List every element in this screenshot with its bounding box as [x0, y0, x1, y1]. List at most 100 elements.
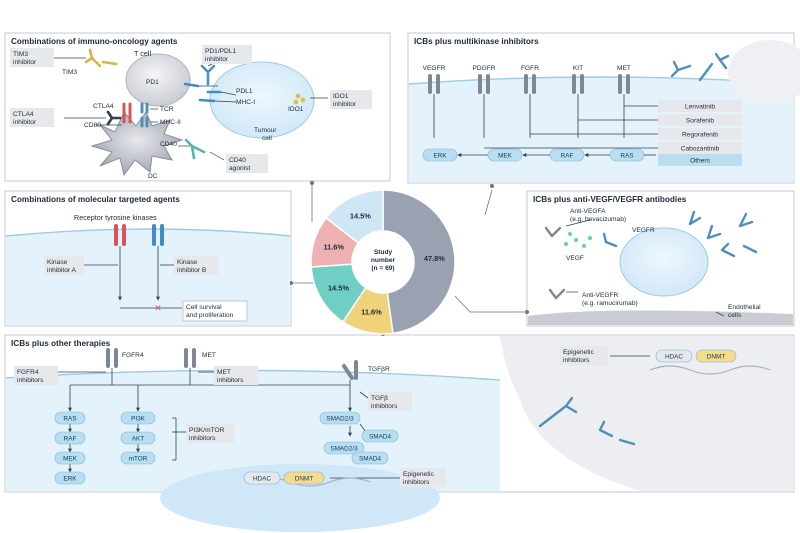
big-grey-cell	[500, 336, 794, 491]
kinase-b-box	[174, 256, 218, 275]
multikinase-receptors: VEGFR PDGFR FGFR KIT MET	[423, 65, 631, 138]
hdac-lower-label: HDAC	[253, 475, 271, 482]
panel-immuno-title: Combinations of immuno-oncology agents	[11, 37, 178, 46]
donut-slice-label-3: 11.6%	[323, 243, 344, 252]
pi3k-inhibitors-line1: PI3K/mTOR	[189, 427, 225, 434]
met-inhibitors-box	[214, 366, 258, 385]
dnmt-lower: DNMT	[283, 471, 325, 485]
panel-molecular-title: Combinations of molecular targeted agent…	[11, 195, 180, 204]
met-label-other: MET	[202, 352, 216, 359]
receptor-label-met: MET	[617, 65, 631, 72]
donut-center-line2: number	[371, 257, 396, 264]
epigenetic-inhibitors-lower-line1: Epigenetic	[403, 471, 434, 478]
met-inhibitors-line2: inhibitors	[217, 377, 244, 384]
receptor-label-pdgfr: PDGFR	[472, 65, 495, 72]
drug-box-regorafenib	[658, 128, 742, 140]
fgfr4-label: FGFR4	[122, 352, 144, 359]
antivegf-panel-art	[528, 210, 793, 325]
drug-label-cabozantinib: Cabozantinib	[681, 146, 720, 153]
mk-pathway-erk: ERK	[422, 148, 458, 162]
drug-label-regorafenib: Regorafenib	[682, 132, 718, 139]
tim3-inhibitor-box	[10, 48, 54, 67]
immuno-panel-art	[54, 48, 328, 177]
smad-complex-bottom: SMAD4	[351, 451, 389, 465]
antivegf-cell	[619, 227, 709, 297]
drug-box-lenvatinib	[658, 100, 742, 112]
mk-pathway-mek-label: MEK	[498, 152, 513, 159]
pi3k-chain-pi3k: PI3K	[120, 411, 156, 425]
cell-survival-box	[182, 300, 248, 322]
multikinase-background-cell	[728, 40, 800, 104]
drug-box-cabozantinib	[658, 142, 742, 154]
ras-chain-mek: MEK	[54, 451, 86, 465]
hdac-upper-shape	[655, 349, 693, 363]
drug-box-sorafenib	[658, 114, 742, 126]
nucleus	[160, 464, 440, 532]
pdl1-label: PDL1	[236, 88, 253, 95]
pi3k-chain-akt-shape	[120, 431, 156, 445]
pi3k-chain-pi3k-shape	[120, 411, 156, 425]
pi3k-inhibitors-line2: inhibitors	[189, 435, 216, 442]
dnmt-lower-shape	[283, 471, 325, 485]
smad-complex-top-label: SMAD2/3	[330, 445, 358, 452]
dc-label: DC	[148, 173, 158, 180]
ras-chain-ras-label: RAS	[63, 415, 76, 422]
epigenetic-inhibitors-lower-line2: inhibitors	[403, 479, 430, 486]
endothelial-line2: cells	[728, 312, 742, 319]
endothelial-layer	[528, 310, 793, 325]
pd1-label: PD1	[146, 79, 159, 86]
epigenetic-inhibitors-upper-line2: inhibitors	[563, 357, 590, 364]
fgfr4-inhibitors-box	[14, 366, 58, 385]
drug-box-others	[658, 154, 742, 166]
smad-complex-top: SMAD2/3	[323, 441, 365, 455]
pi3k-chain-mtor: mTOR	[120, 451, 156, 465]
tumour-cell-line1: Tumour	[254, 127, 277, 134]
dnmt-lower-label: DNMT	[295, 475, 314, 482]
tgfb-inhibitors-line2: inhibitors	[371, 403, 398, 410]
ctla4-label: CTLA4	[93, 103, 114, 110]
smad-complex-bottom-label: SMAD4	[359, 455, 381, 462]
dna-strand-upper	[649, 365, 771, 375]
ras-chain-ras: RAS	[54, 411, 86, 425]
cd80-label: CD80	[84, 122, 101, 129]
ras-chain-raf-label: RAF	[64, 435, 77, 442]
hdac-upper: HDAC	[655, 349, 693, 363]
cd40-agonist-line2: agonist	[229, 165, 250, 172]
other-pathway-pills: RASRAFMEKERKPI3KAKTmTORSMAD2/3SMAD4SMAD2…	[54, 349, 737, 485]
tcr-label: TCR	[160, 106, 174, 113]
tgfb-inhibitors-box	[368, 392, 412, 411]
hdac-lower-shape	[243, 471, 281, 485]
receptor-label-vegfr: VEGFR	[423, 65, 446, 72]
anti-vegfa-line2: (e.g. bevacizumab)	[570, 216, 626, 223]
epigenetic-inhibitors-box-upper	[560, 346, 608, 365]
epigenetic-inhibitors-box-lower	[400, 468, 446, 487]
donut-slice-0	[382, 189, 456, 335]
pi3k-chain-mtor-label: mTOR	[129, 455, 148, 462]
t-cell-label: T cell	[134, 49, 151, 58]
mhc1-label: MHC-I	[236, 99, 255, 106]
donut-connectors	[288, 180, 530, 336]
ctla4-inhibitor-line1: CTLA4	[13, 111, 34, 118]
kinase-b-line2: inhibitor B	[177, 267, 207, 274]
rtk-label: Receptor tyrosine kinases	[74, 213, 157, 222]
kinase-a-box	[44, 256, 84, 275]
pd1-pdl1-inhibitor-line2: inhibitor	[205, 56, 229, 63]
smad4-pill: SMAD4	[361, 429, 399, 443]
receptor-label-kit: KIT	[573, 65, 583, 72]
t-cell	[125, 53, 191, 107]
ras-chain-erk-shape	[54, 471, 86, 485]
panel-other-title: ICBs plus other therapies	[11, 339, 111, 348]
smad23-pill: SMAD2/3	[319, 411, 361, 425]
mk-pathway-ras: RAS	[609, 148, 645, 162]
donut-slice-label-1: 11.6%	[361, 308, 382, 317]
vegfr-label: VEGFR	[632, 227, 655, 234]
cell-survival-block-icon: ✕	[154, 303, 162, 313]
kinase-a-line1: Kinase	[47, 259, 67, 266]
smad4-pill-label: SMAD4	[369, 433, 391, 440]
donut-slice-label-4: 14.5%	[350, 211, 371, 220]
receptor-label-fgfr: FGFR	[521, 65, 539, 72]
kinase-a-line2: inhibitor A	[47, 267, 77, 274]
